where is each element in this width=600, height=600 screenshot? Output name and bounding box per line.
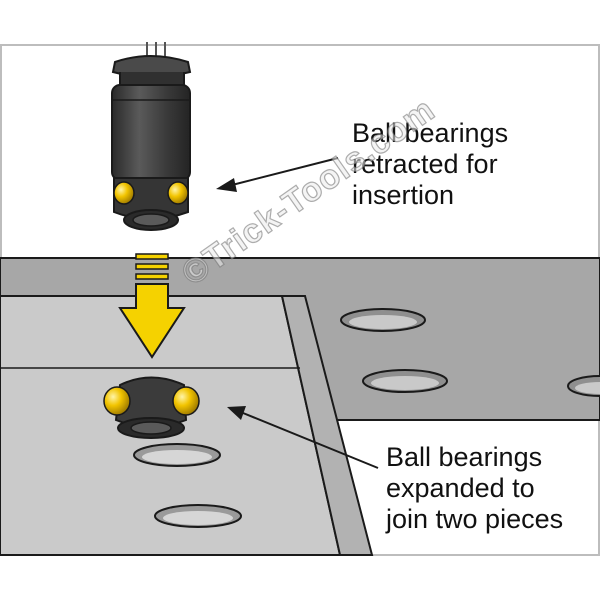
label-line: join two pieces (386, 504, 564, 534)
label-line: insertion (352, 180, 455, 210)
callout-arrow-expanded (227, 406, 379, 469)
expanded-bearing (103, 386, 131, 416)
expanded-bearing (172, 386, 200, 416)
insertion-arrow (118, 253, 186, 359)
expanded-bearings-label: Ball bearings expanded to join two piece… (386, 442, 563, 535)
label-line: Ball bearings (352, 118, 509, 148)
label-line: Ball bearings (386, 442, 543, 472)
retracted-bearing (167, 181, 189, 205)
retracted-tool (111, 42, 192, 231)
retracted-bearings-label: Ball bearings retracted for insertion (352, 118, 508, 211)
expanded-tool (103, 376, 200, 439)
label-line: retracted for (352, 149, 498, 179)
callout-arrow-retracted (216, 157, 339, 192)
label-line: expanded to (386, 473, 535, 503)
retracted-bearing (113, 181, 135, 205)
